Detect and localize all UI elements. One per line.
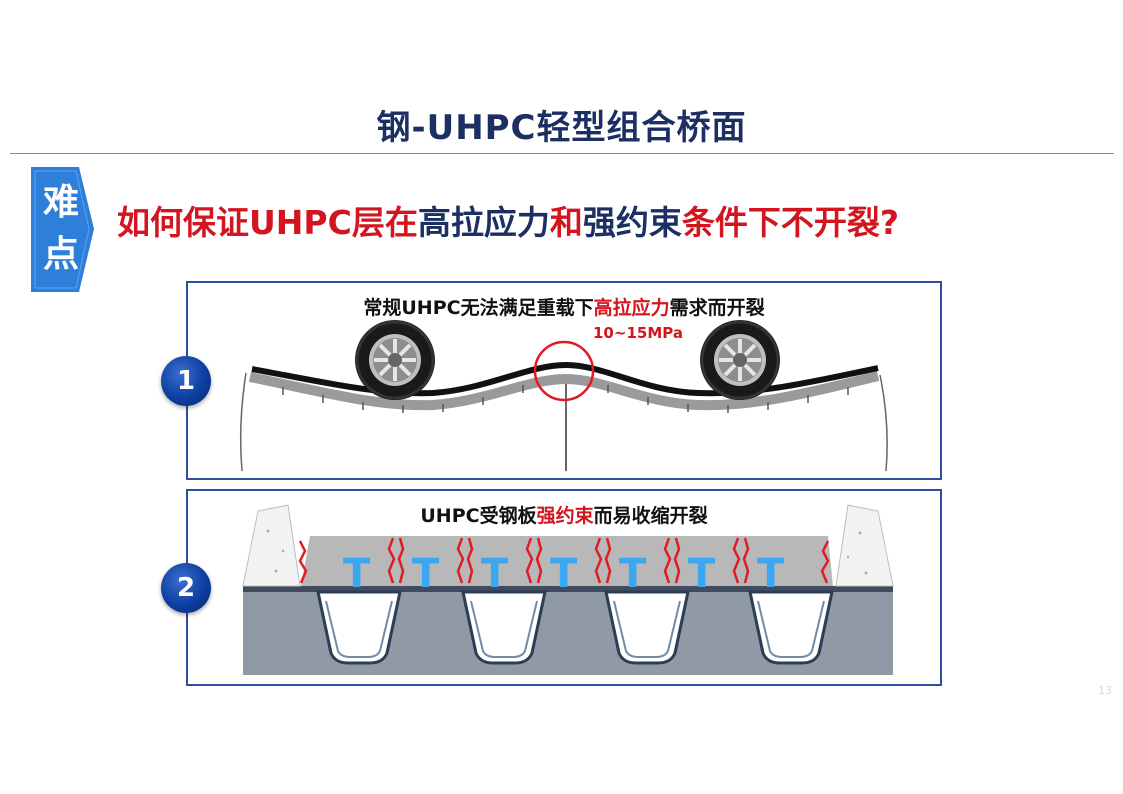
question-part-6: 条件下不开裂? <box>681 203 899 242</box>
tire-icon <box>355 320 435 400</box>
panel1-caption-red: 高拉应力 <box>593 297 670 319</box>
panel2-caption: UHPC受钢板强约束而易收缩开裂 <box>188 501 940 528</box>
panel2-caption-red: 强约束 <box>536 505 594 527</box>
panel1-caption: 常规UHPC无法满足重载下高拉应力需求而开裂 <box>188 293 940 320</box>
key-question: 如何保证UHPC层在高拉应力和强约束条件下不开裂? <box>117 196 899 244</box>
step-badge-2: 2 <box>161 563 211 613</box>
svg-text:T: T <box>688 551 716 597</box>
svg-text:T: T <box>343 551 371 597</box>
svg-text:T: T <box>619 551 647 597</box>
question-part-5: 强约束 <box>582 203 682 242</box>
svg-text:T: T <box>757 551 785 597</box>
panel1-caption-pre: 常规UHPC无法满足重载下 <box>363 297 594 319</box>
svg-text:T: T <box>550 551 578 597</box>
panel2-caption-post: 而易收缩开裂 <box>593 505 708 527</box>
step-badge-1: 1 <box>161 356 211 406</box>
rib-icon <box>316 590 834 665</box>
stress-label: 10~15MPa <box>593 324 683 342</box>
svg-text:T: T <box>412 551 440 597</box>
panel-tension-stress: 常规UHPC无法满足重载下高拉应力需求而开裂 10~15MPa <box>186 281 942 480</box>
panel2-caption-pre: UHPC受钢板 <box>420 505 537 527</box>
difficulty-tag: 难点 <box>31 167 94 292</box>
title-divider <box>10 153 1114 154</box>
question-part-3: 高拉应力 <box>417 203 550 242</box>
deck-deformation-diagram <box>239 320 888 472</box>
stress-circle-icon <box>533 340 595 402</box>
question-part-1: 如何保证 <box>117 203 249 242</box>
crack-icon <box>298 537 830 584</box>
page-title: 钢-UHPC轻型组合桥面 <box>376 108 747 148</box>
panel1-caption-post: 需求而开裂 <box>669 297 765 319</box>
svg-text:T: T <box>481 551 509 597</box>
tire-icon <box>700 320 780 400</box>
question-part-2: UHPC层在 <box>249 203 418 242</box>
page-number: 13 <box>1098 684 1112 697</box>
question-part-4: 和 <box>549 203 583 242</box>
difficulty-tag-label: 难点 <box>42 182 79 275</box>
